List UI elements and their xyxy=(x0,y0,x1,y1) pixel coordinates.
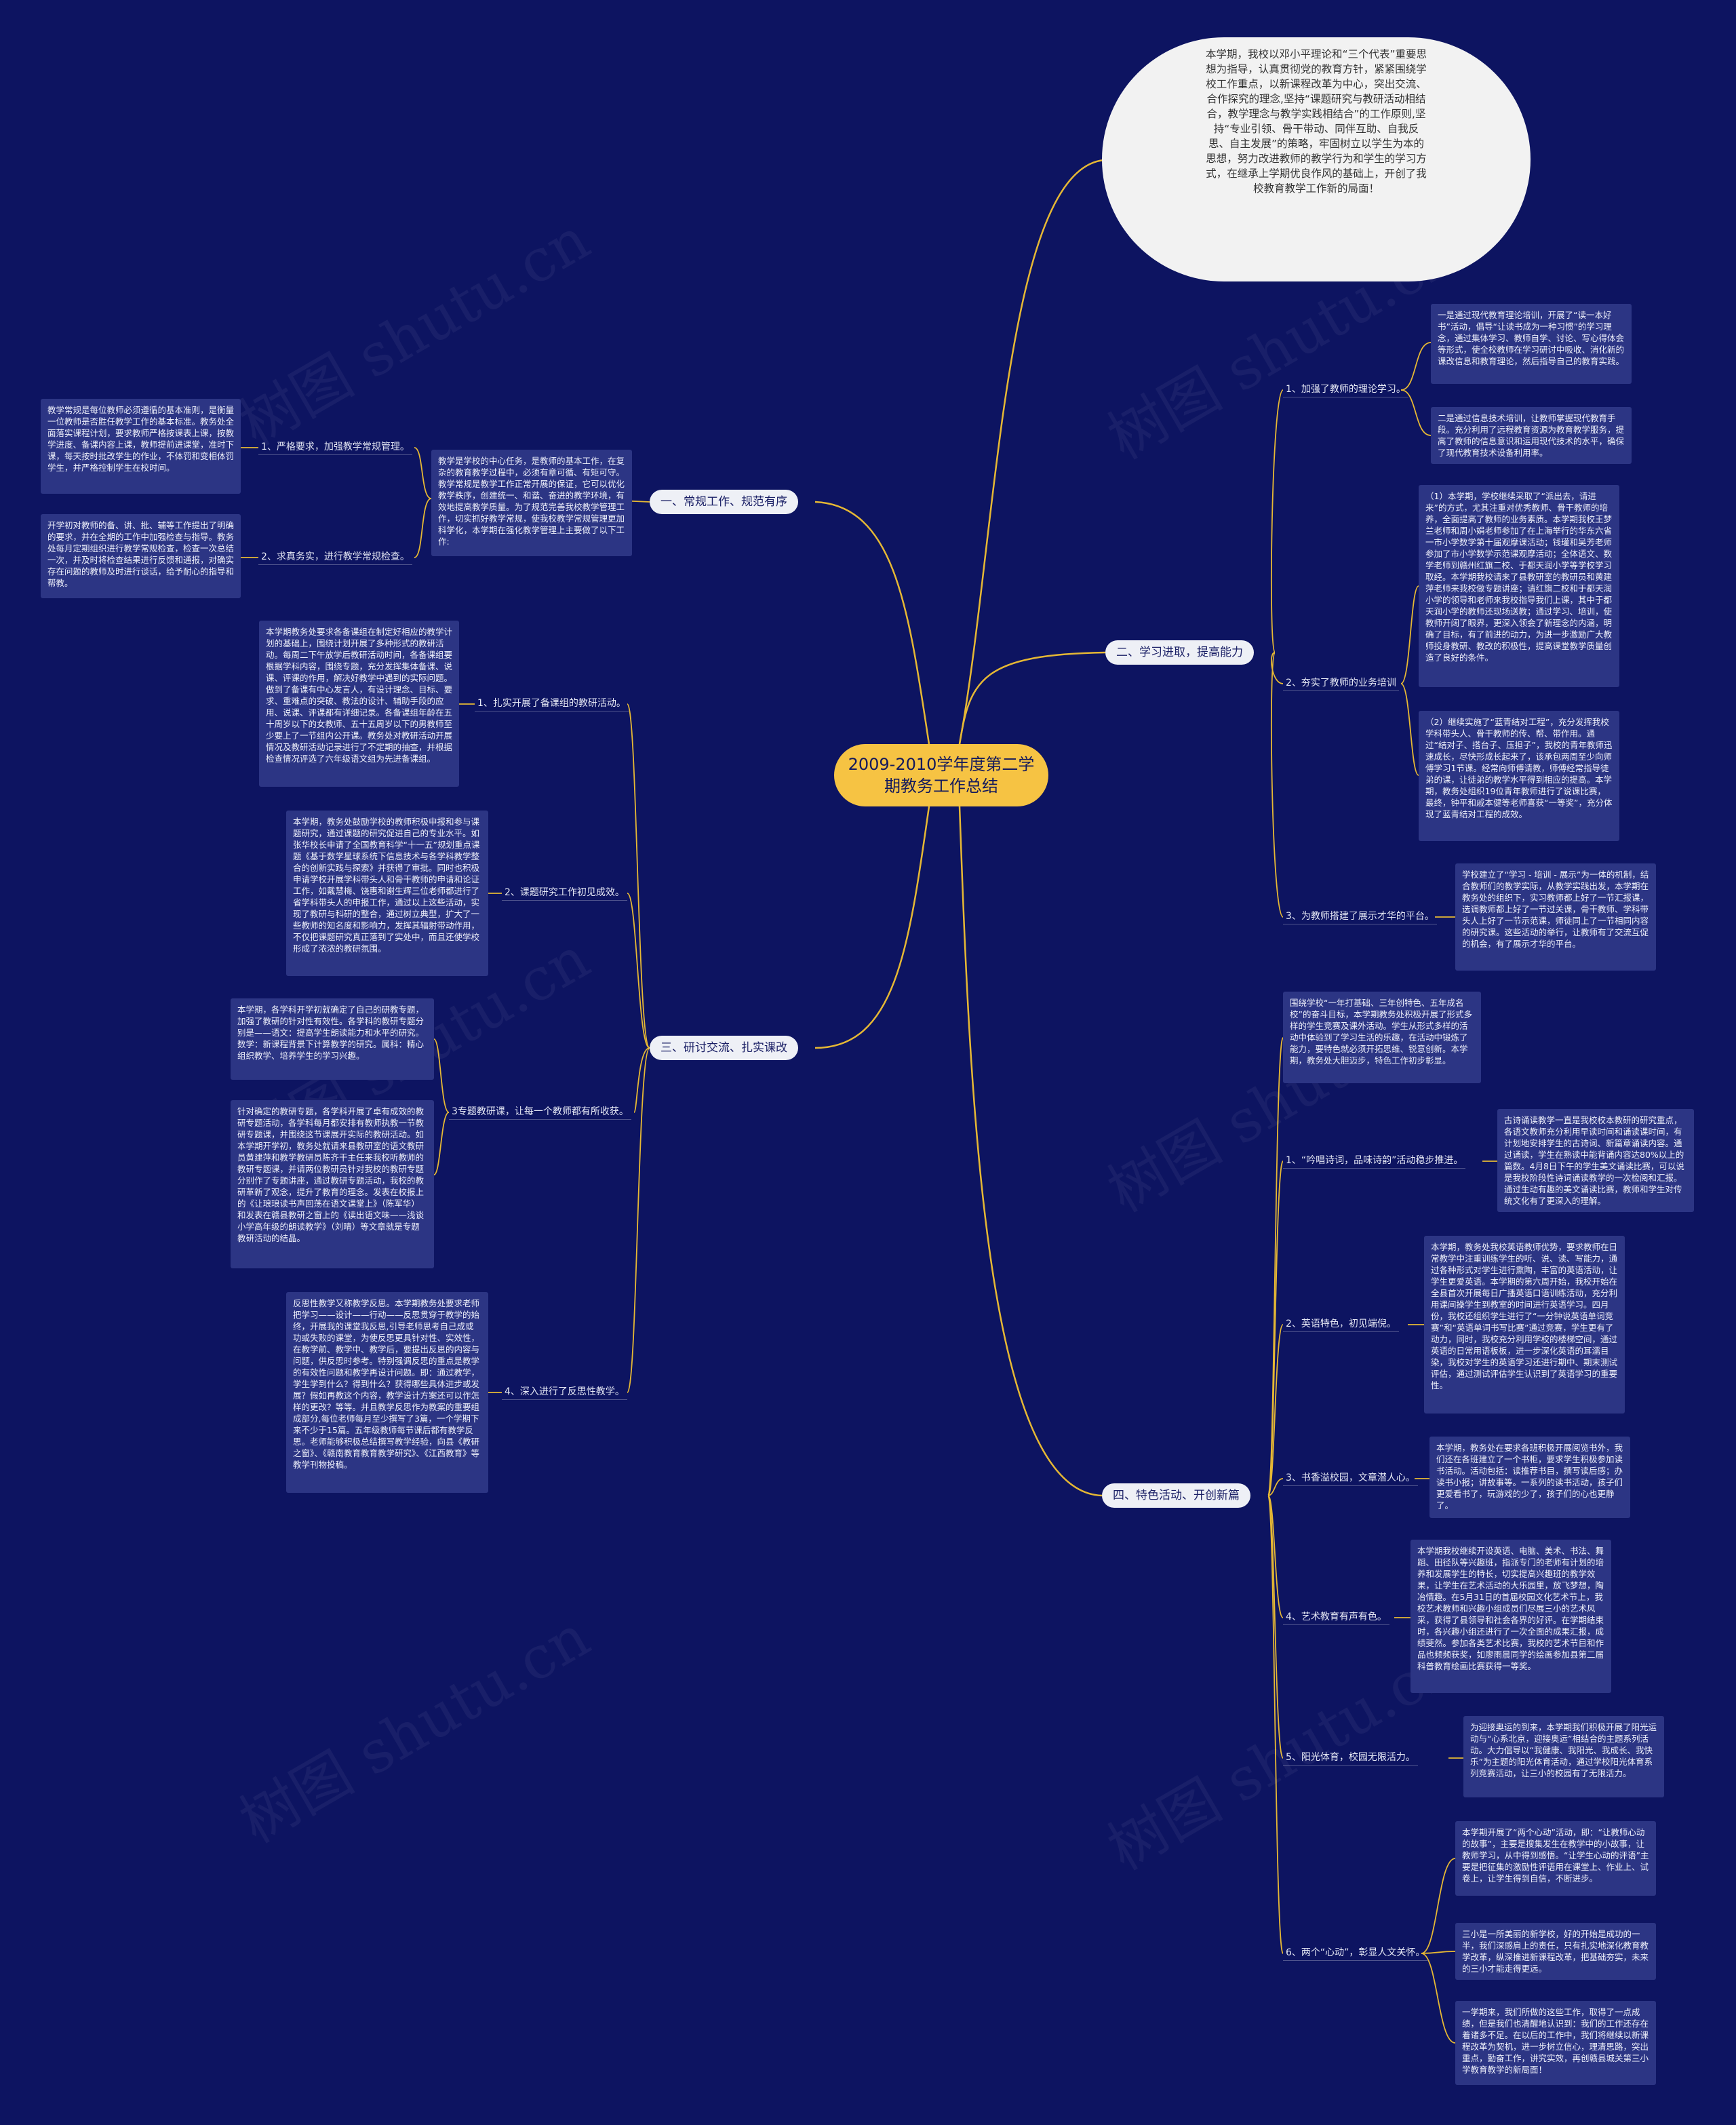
link-root-t1 xyxy=(814,501,930,745)
link-t4-s3 xyxy=(1267,1478,1284,1496)
t4-sub-reading-campus[interactable]: 3、书香溢校园，文章潜人心。 xyxy=(1283,1470,1418,1486)
link-t3-s3 xyxy=(633,1047,650,1113)
t1-s2-leaf: 开学初对教师的备、讲、批、辅等工作提出了明确的要求，并在全期的工作中加强检查与指… xyxy=(41,514,241,598)
t4-s6-leaf-2: 三小是一所美丽的新学校，好的开始是成功的一半，我们深感肩上的责任，只有扎实地深化… xyxy=(1455,1923,1656,1980)
t2-sub-theory-study[interactable]: 1、加强了教师的理论学习。 xyxy=(1283,382,1408,397)
link-t3-s4 xyxy=(627,1047,650,1393)
intro-bubble: 本学期，我校以邓小平理论和“三个代表”重要思想为指导，认真贯彻党的教育方针，紧紧… xyxy=(1102,37,1531,281)
t1-sub-strict-requirements[interactable]: 1、严格要求，加强教学常规管理。 xyxy=(258,440,412,455)
link-t4-s5 xyxy=(1267,1495,1284,1759)
t3-s3-leaf-1: 本学期，各学科开学初就确定了自己的研教专题，加强了教研的针对性有效性。各学科的教… xyxy=(231,998,434,1080)
t3-sub-special-lessons[interactable]: 3专题教研课，让每一个教师都有所收获。 xyxy=(449,1104,631,1120)
t2-sub-business-training[interactable]: 2、夯实了教师的业务培训 xyxy=(1283,676,1399,691)
t1-main-leaf: 教学是学校的中心任务，是教师的基本工作，在复杂的教育教学过程中，必须有章可循、有… xyxy=(431,450,632,556)
link-t1main-s2 xyxy=(414,498,432,558)
t4-s2-leaf: 本学期，教务处我校英语教师优势，要求教师在日常教学中注重训练学生的听、说、读、写… xyxy=(1424,1236,1625,1414)
topic-curriculum-reform[interactable]: 三、研讨交流、扎实课改 xyxy=(650,1036,798,1060)
link-t4s6-l2 xyxy=(1421,1951,1456,1954)
t4-s6-leaf-3: 一学期来，我们所做的这些工作，取得了一点成绩，但是我们也清醒地认识到：我们的工作… xyxy=(1455,2001,1656,2085)
root-node[interactable]: 2009-2010学年度第二学期教务工作总结 xyxy=(834,744,1048,806)
t4-sub-sunshine-sports[interactable]: 5、阳光体育，校园无限活力。 xyxy=(1283,1750,1418,1766)
link-t2s1-l2 xyxy=(1400,389,1432,436)
link-root-t3 xyxy=(814,806,930,1049)
t4-sub-english-feature[interactable]: 2、英语特色，初见端倪。 xyxy=(1283,1317,1399,1332)
link-t3-s1 xyxy=(627,703,650,1049)
link-t2-s3 xyxy=(1270,652,1284,918)
link-t4s6-l3 xyxy=(1421,1953,1456,2044)
t3-sub-lesson-group[interactable]: 1、扎实开展了备课组的教研活动。 xyxy=(475,696,629,711)
link-t4-s4 xyxy=(1267,1495,1284,1618)
link-t3-s2 xyxy=(627,893,650,1049)
link-t2s2-l2 xyxy=(1400,683,1419,776)
t3-s2-leaf: 本学期，教务处鼓励学校的教师积极申报和参与课题研究，通过课题的研究促进自己的专业… xyxy=(286,811,488,976)
link-t4-top xyxy=(1267,1037,1284,1496)
t2-s1-leaf-2: 二是通过信息技术培训，让教师掌握现代教育手段。充分利用了远程教育资源为教育教学服… xyxy=(1431,407,1632,464)
topic-special-activities[interactable]: 四、特色活动、开创新篇 xyxy=(1102,1483,1250,1508)
t4-sub-two-hearts[interactable]: 6、两个“心动”，彰显人文关怀。 xyxy=(1283,1945,1428,1961)
link-t2-s1 xyxy=(1270,389,1284,653)
t4-s6-leaf-1: 本学期开展了“两个心动”活动，即：“让教师心动的故事”，主要是搜集发生在教学中的… xyxy=(1455,1821,1656,1896)
t1-sub-routine-inspection[interactable]: 2、求真务实，进行教学常规检查。 xyxy=(258,549,412,565)
t4-sub-art-education[interactable]: 4、艺术教育有声有色。 xyxy=(1283,1610,1389,1625)
t4-s5-leaf: 为迎接奥运的到来，本学期我们积极开展了阳光运动与“心系北京，迎接奥运”相结合的主… xyxy=(1463,1716,1664,1797)
link-root-t4 xyxy=(958,806,1103,1497)
t3-s1-leaf: 本学期教务处要求各备课组在制定好相应的教学计划的基础上，围绕计划开展了多种形式的… xyxy=(259,621,459,787)
t2-s2-leaf-2: （2）继续实施了“蓝青结对工程”，充分发挥我校学科带头人、骨干教师的传、帮、带作… xyxy=(1419,711,1619,841)
link-t4-s1 xyxy=(1267,1161,1284,1496)
root-title: 2009-2010学年度第二学期教务工作总结 xyxy=(848,755,1035,796)
topic-routine-work[interactable]: 一、常规工作、规范有序 xyxy=(650,490,798,514)
link-t4-s6 xyxy=(1267,1495,1284,1954)
link-root-intro xyxy=(958,159,1105,745)
t4-top-leaf: 围绕学校“一年打基础、三年创特色、五年成名校”的奋斗目标，本学期教务处积极开展了… xyxy=(1283,992,1481,1083)
t3-s4-leaf: 反思性教学又称教学反思。本学期教务处要求老师把学习——设计——行动——反思贯穿于… xyxy=(286,1292,488,1493)
t4-s4-leaf: 本学期我校继续开设英语、电脑、美术、书法、舞蹈、田径队等兴趣班，指派专门的老师有… xyxy=(1410,1540,1611,1693)
t2-sub-showcase-platform[interactable]: 3、为教师搭建了展示才华的平台。 xyxy=(1283,909,1437,924)
link-t2s1-l1 xyxy=(1400,342,1432,391)
link-t4s6-l1 xyxy=(1421,1858,1456,1954)
t2-s1-leaf-1: 一是通过现代教育理论培训，开展了“读一本好书”活动，倡导“让读书成为一种习惯”的… xyxy=(1431,304,1632,384)
t4-sub-poetry-recital[interactable]: 1、“吟唱诗词，品味诗韵”活动稳步推进。 xyxy=(1283,1153,1466,1169)
link-t3s3-l1 xyxy=(433,1038,450,1113)
t4-s3-leaf: 本学期，教务处在要求各班积极开展阅览书外，我们还在各班建立了一个书柜，要求学生积… xyxy=(1429,1437,1630,1518)
t3-s3-leaf-2: 针对确定的教研专题，各学科开展了卓有成效的教研专题活动，各学科每月都安排有教师执… xyxy=(231,1100,434,1268)
t1-s1-leaf: 教学常规是每位教师必须遵循的基本准则，是衡量一位教师是否胜任教学工作的基本标准。… xyxy=(41,399,241,494)
link-t3s3-l2 xyxy=(433,1112,450,1175)
link-t2s2-l1 xyxy=(1400,585,1419,684)
t4-s1-leaf: 古诗诵读教学一直是我校校本教研的研究重点，各语文教师充分利用早读时间和诵读课时间… xyxy=(1497,1109,1694,1212)
t3-sub-reflective-teaching[interactable]: 4、深入进行了反思性教学。 xyxy=(502,1384,627,1400)
link-t1main-s1 xyxy=(414,447,432,499)
t3-sub-research-projects[interactable]: 2、课题研究工作初见成效。 xyxy=(502,885,627,901)
link-root-t2 xyxy=(958,651,1106,745)
t2-s3-leaf: 学校建立了“学习 - 培训 - 展示”为一体的机制，结合教师们的教学实际，从教学… xyxy=(1455,863,1656,971)
link-t4-s2 xyxy=(1267,1324,1284,1496)
topic-learning-progress[interactable]: 二、学习进取，提高能力 xyxy=(1105,640,1254,665)
t2-s2-leaf-1: （1）本学期，学校继续采取了“派出去，请进来”的方式，尤其注重对优秀教师、骨干教… xyxy=(1419,485,1619,687)
